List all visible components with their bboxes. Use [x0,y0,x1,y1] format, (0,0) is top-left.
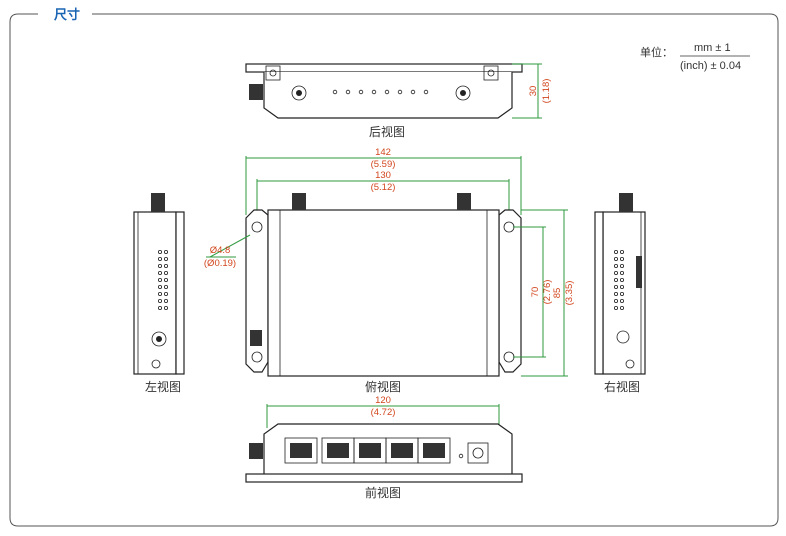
rear-led-icon [397,89,403,95]
power-jack-ring [472,447,484,459]
left-antenna-connector-icon [151,331,167,347]
dim-hole-vertical-mm: 70 [530,287,541,298]
left-side-rail [175,211,185,375]
dim-hole-spacing-mm: 130 [375,170,391,181]
rear-screw-left-icon [265,65,281,81]
mount-hole-icon [251,351,263,363]
dim-front-width-mm: 120 [375,395,391,406]
front-view: 120 (4.72) 前视图 [245,395,523,500]
left-view: 左视图 [133,193,185,394]
top-side-connector-icon [250,330,262,346]
front-view-label: 前视图 [365,485,401,500]
section-title: 尺寸 [54,7,80,23]
rear-screw-right-icon [483,65,499,81]
unit-numerator: mm ± 1 [694,42,731,54]
reset-button-icon [616,330,630,344]
front-flange [245,473,523,483]
rear-led-icon [423,89,429,95]
dim-overall-width-in: (5.59) [371,159,396,170]
right-vent-grid [614,249,625,310]
ethernet-port-icon [417,437,451,464]
rear-antenna-left-icon [291,85,307,101]
rear-antenna-right-core [460,90,466,96]
dim-rear-height-in: (1.18) [541,79,552,104]
right-screw-icon [625,359,635,369]
left-vent-grid [157,249,168,310]
rear-side-connector-icon [249,84,263,100]
mount-hole-icon [251,221,263,233]
dim-overall-width-mm: 142 [375,147,391,158]
top-left-ear [245,209,269,373]
rear-view: 30 (1.18) 后视图 [245,63,552,139]
unit-label: 单位： [640,45,673,59]
ethernet-port-icon [284,437,318,464]
rear-led-icon [332,89,338,95]
dim-front-width-in: (4.72) [371,407,396,418]
rear-led-icon [410,89,416,95]
top-body [267,209,500,377]
dim-hole-dia-mm: Ø4.8 [210,245,231,256]
top-right-ear [498,209,522,373]
outer-frame [9,13,779,527]
rear-antenna-right-icon [455,85,471,101]
dim-depth-in: (3.35) [564,281,575,306]
left-antenna-icon [151,193,165,212]
right-view-label: 右视图 [604,379,640,394]
dim-leader-hole [209,234,251,258]
ethernet-ports [284,437,451,464]
front-led-icon [458,453,464,459]
left-view-label: 左视图 [145,379,181,394]
rear-led-icon [358,89,364,95]
unit-denominator: (inch) ± 0.04 [680,60,741,72]
left-body [133,211,177,375]
right-body [602,211,646,375]
rear-antenna-left-core [296,90,302,96]
top-view-label: 俯视图 [365,379,401,394]
rear-led-icon [371,89,377,95]
rear-flange [245,63,523,73]
right-side-rail [594,211,604,375]
top-view: 142 (5.59) 130 (5.12) Ø4.8 (Ø0.19) 70 (2… [204,147,575,394]
rear-view-label: 后视图 [369,124,405,139]
top-antenna-right-icon [457,193,471,210]
power-jack-icon [467,442,489,464]
sim-slot-icon [636,256,642,288]
rear-body [263,72,513,119]
dim-rear-height-mm: 30 [528,86,539,97]
left-screw-icon [151,359,161,369]
right-antenna-icon [619,193,633,212]
dim-hole-vertical-in: (2.76) [542,280,553,305]
rear-screw-left-head [269,69,277,77]
dim-hole-spacing-in: (5.12) [371,182,396,193]
dim-hole-dia-in: (Ø0.19) [204,258,236,269]
right-view: 右视图 [594,193,646,394]
rear-led-icon [384,89,390,95]
left-antenna-connector-core [156,336,162,342]
rear-screw-right-head [487,69,495,77]
dim-depth-mm: 85 [552,288,563,299]
top-antenna-left-icon [292,193,306,210]
rear-led-icon [345,89,351,95]
front-side-connector-icon [249,443,263,459]
